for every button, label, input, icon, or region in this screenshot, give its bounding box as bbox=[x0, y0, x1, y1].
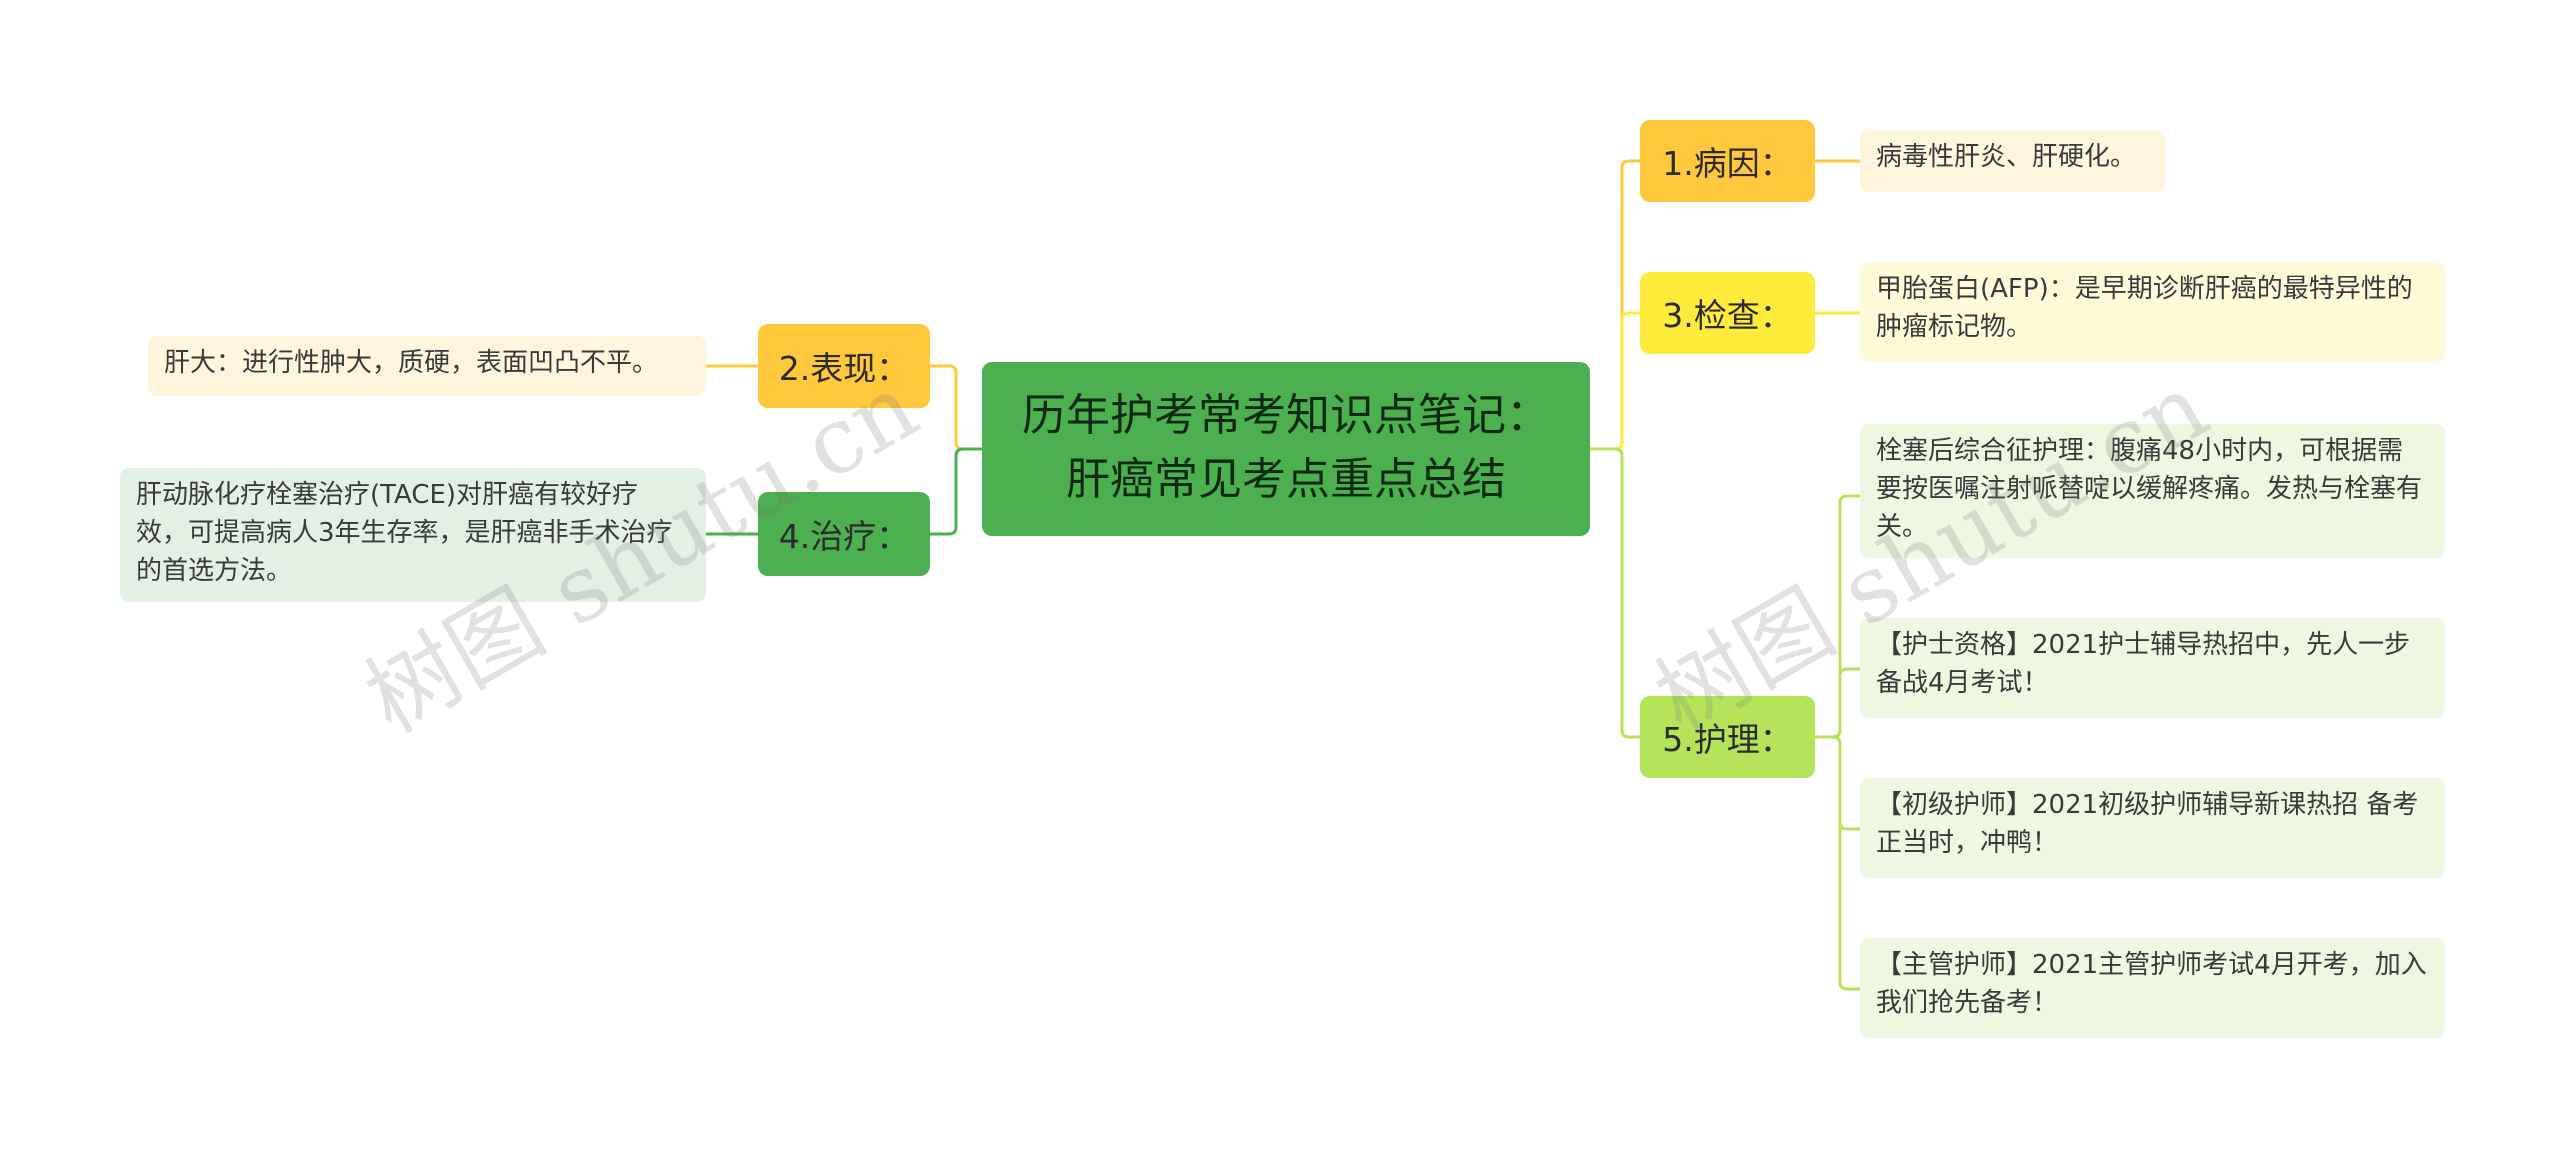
connector-care-leaf-2 bbox=[1815, 667, 1860, 739]
leaf-care-4[interactable]: 【主管护师】2021主管护师考试4月开考，加入我们抢先备考！ bbox=[1860, 938, 2445, 1038]
connector-center-treatment bbox=[930, 447, 982, 536]
branch-signs[interactable]: 2.表现： bbox=[758, 324, 930, 408]
connector-center-cause bbox=[1590, 159, 1640, 451]
branch-care[interactable]: 5.护理： bbox=[1640, 696, 1815, 778]
connector-center-signs bbox=[930, 364, 982, 451]
connector-center-care bbox=[1590, 447, 1640, 739]
branch-treatment[interactable]: 4.治疗： bbox=[758, 492, 930, 576]
leaf-care-1[interactable]: 栓塞后综合征护理：腹痛48小时内，可根据需要按医嘱注射哌替啶以缓解疼痛。发热与栓… bbox=[1860, 424, 2445, 558]
leaf-care-2[interactable]: 【护士资格】2021护士辅导热招中，先人一步备战4月考试！ bbox=[1860, 618, 2445, 718]
central-topic[interactable]: 历年护考常考知识点笔记：肝癌常见考点重点总结 bbox=[982, 362, 1590, 536]
connector-center-exam bbox=[1590, 311, 1640, 451]
connector-care-leaf-3 bbox=[1815, 735, 1860, 831]
leaf-care-3[interactable]: 【初级护师】2021初级护师辅导新课热招 备考正当时，冲鸭！ bbox=[1860, 778, 2445, 878]
leaf-treatment-1[interactable]: 肝动脉化疗栓塞治疗(TACE)对肝癌有较好疗效，可提高病人3年生存率，是肝癌非手… bbox=[120, 468, 706, 602]
branch-exam[interactable]: 3.检查： bbox=[1640, 272, 1815, 354]
leaf-exam-1[interactable]: 甲胎蛋白(AFP)：是早期诊断肝癌的最特异性的肿瘤标记物。 bbox=[1860, 262, 2445, 362]
connector-care-leaf-1 bbox=[1815, 494, 1860, 739]
leaf-signs-1[interactable]: 肝大：进行性肿大，质硬，表面凹凸不平。 bbox=[148, 336, 706, 396]
branch-cause[interactable]: 1.病因： bbox=[1640, 120, 1815, 202]
connector-care-leaf-4 bbox=[1815, 735, 1860, 991]
leaf-cause-1[interactable]: 病毒性肝炎、肝硬化。 bbox=[1860, 130, 2165, 192]
